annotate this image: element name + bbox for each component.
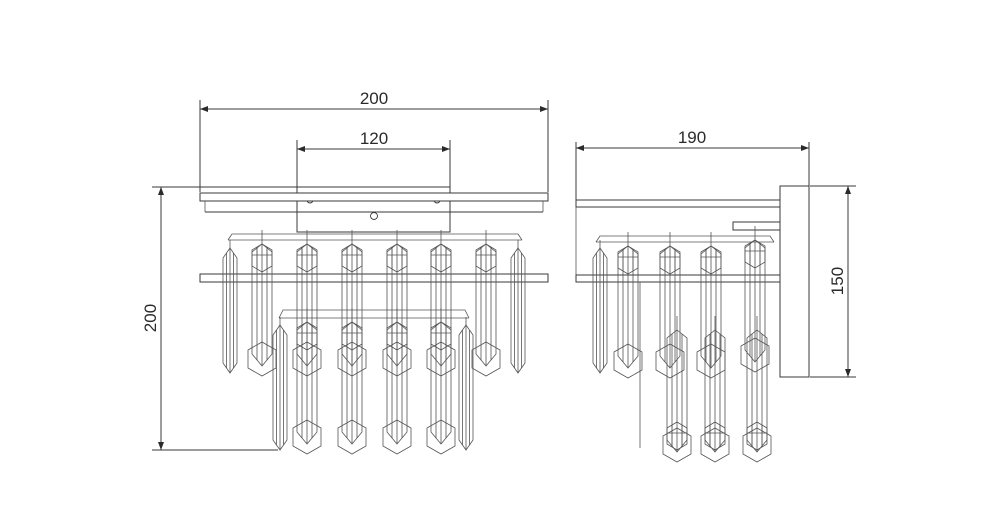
dim-front-height: 200 <box>141 186 298 451</box>
dim-label-front-width: 200 <box>360 89 388 108</box>
dim-mount-width: 120 <box>296 129 451 188</box>
lower-crystal-row <box>272 307 474 455</box>
side-top-bar <box>575 199 781 208</box>
dim-label-side-depth: 190 <box>678 128 706 147</box>
top-frame-bar <box>199 192 549 202</box>
bottom-frame-bar <box>199 273 549 283</box>
side-view: 190 150 <box>575 128 856 463</box>
side-upper-crystal-row <box>592 225 770 379</box>
dim-side-depth: 190 <box>575 128 810 206</box>
dim-front-width: 200 <box>199 89 549 192</box>
side-lower-crystal-row <box>639 282 772 463</box>
plate-hole-center <box>370 212 378 220</box>
dim-label-side-height: 150 <box>828 267 847 295</box>
front-view: 200 120 200 <box>141 89 549 455</box>
side-wall-plate <box>779 185 810 378</box>
dim-side-height: 150 <box>810 185 856 378</box>
side-bottom-bar <box>575 274 781 283</box>
upper-crystal-row <box>222 229 526 377</box>
dim-label-mount-width: 120 <box>360 129 388 148</box>
dim-label-front-height: 200 <box>141 304 160 332</box>
